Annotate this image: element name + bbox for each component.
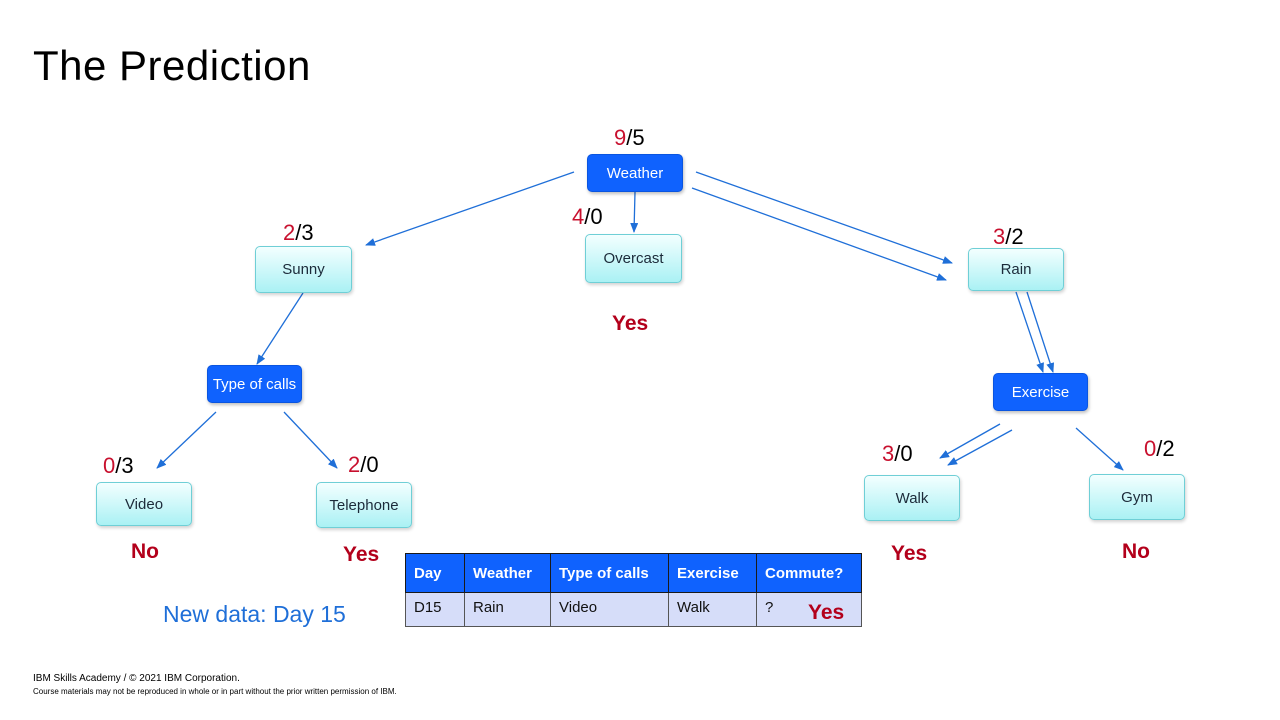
footer-disclaimer: Course materials may not be reproduced i…	[33, 687, 397, 696]
table-header: Day	[405, 553, 465, 593]
prediction-result: Yes	[808, 601, 845, 624]
page-title: The Prediction	[33, 42, 311, 89]
count-video: 0/3	[103, 453, 134, 478]
edge-rain-exercise-1	[1015, 291, 1044, 373]
node-sunny: Sunny	[255, 246, 352, 293]
node-gym: Gym	[1089, 474, 1185, 520]
count-sunny: 2/3	[283, 220, 314, 245]
node-video: Video	[96, 482, 192, 526]
node-telephone: Telephone	[316, 482, 412, 528]
outcome-telephone: Yes	[343, 543, 380, 566]
node-weather: Weather	[587, 154, 683, 192]
edge-weather-rain-2	[691, 187, 947, 281]
edge-typeofcalls-telephone	[283, 411, 338, 469]
new-data-table: Day Weather Type of calls Exercise Commu…	[405, 553, 862, 627]
table-cell: Walk	[668, 592, 757, 627]
node-walk: Walk	[864, 475, 960, 521]
outcome-video: No	[131, 540, 159, 563]
node-type-of-calls: Type of calls	[207, 365, 302, 403]
table-header: Exercise	[668, 553, 757, 593]
table-header: Weather	[464, 553, 551, 593]
count-overcast: 4/0	[572, 204, 603, 229]
table-row: D15 Rain Video Walk ?	[405, 592, 862, 627]
table-cell: Video	[550, 592, 669, 627]
outcome-gym: No	[1122, 540, 1150, 563]
count-telephone: 2/0	[348, 452, 379, 477]
node-rain: Rain	[968, 248, 1064, 291]
edge-exercise-gym	[1075, 427, 1124, 471]
edge-weather-overcast	[630, 191, 639, 233]
count-walk: 3/0	[882, 441, 913, 466]
outcome-overcast: Yes	[612, 312, 649, 335]
edge-exercise-walk-2	[947, 429, 1013, 466]
count-weather: 9/5	[614, 125, 645, 150]
table-cell: Rain	[464, 592, 551, 627]
table-header-row: Day Weather Type of calls Exercise Commu…	[405, 553, 862, 593]
new-data-label: New data: Day 15	[163, 601, 346, 627]
table-cell: ?	[756, 592, 862, 627]
edge-sunny-typeofcalls	[256, 292, 304, 365]
table-header: Type of calls	[550, 553, 669, 593]
edge-rain-exercise-2	[1026, 291, 1055, 373]
table-cell: D15	[405, 592, 465, 627]
edge-typeofcalls-video	[156, 411, 217, 469]
edge-exercise-walk-1	[939, 423, 1001, 459]
table-header: Commute?	[756, 553, 862, 593]
count-rain: 3/2	[993, 224, 1024, 249]
count-gym: 0/2	[1144, 436, 1175, 461]
footer-copyright: IBM Skills Academy / © 2021 IBM Corporat…	[33, 673, 240, 684]
node-exercise: Exercise	[993, 373, 1088, 411]
edge-weather-rain-1	[695, 171, 953, 264]
edge-weather-sunny	[365, 171, 575, 246]
node-overcast: Overcast	[585, 234, 682, 283]
outcome-walk: Yes	[891, 542, 928, 565]
